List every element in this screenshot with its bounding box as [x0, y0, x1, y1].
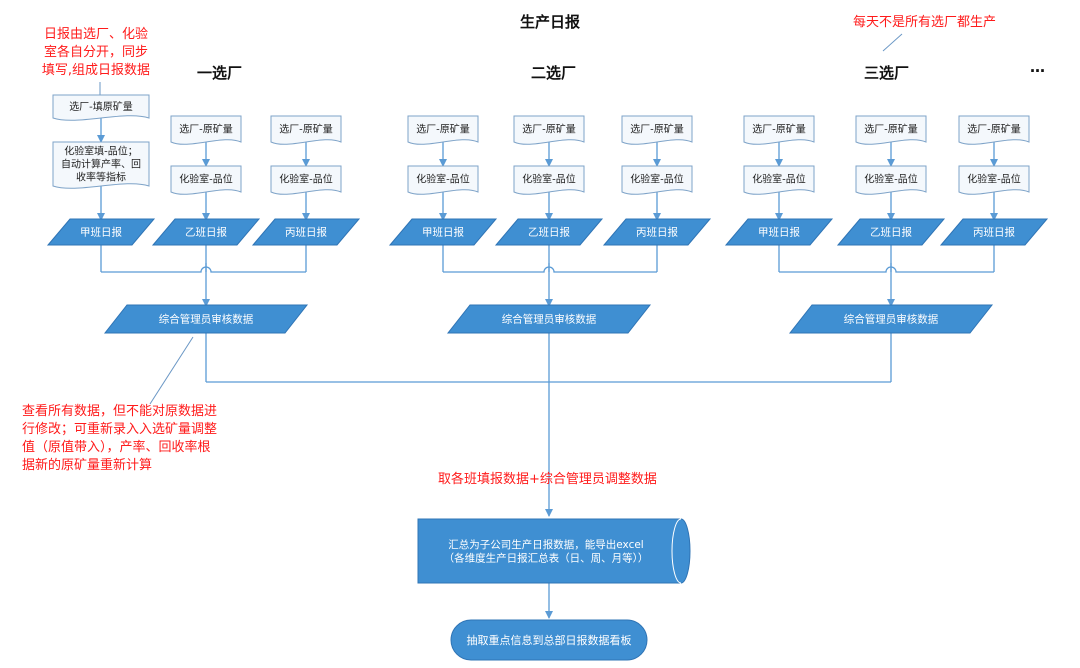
mine-input-doc-2-2-label: 选厂-原矿量: [522, 123, 576, 136]
lab-grade-doc-2-3-label: 化验室-品位: [630, 173, 684, 186]
lab-grade-doc-3-3: [958, 165, 1030, 195]
mine-input-doc-2-1-label: 选厂-原矿量: [416, 123, 470, 136]
admin-review-2: [446, 304, 652, 334]
mine-input-doc-1-2: [170, 115, 242, 145]
shift-bus-line: [443, 266, 657, 273]
mine-input-doc-1-1-label: 选厂-填原矿量: [69, 100, 133, 113]
lab-grade-doc-3-2: [855, 165, 927, 195]
left-note: 日报由选厂、化验 室各自分开，同步 填写,组成日报数据: [22, 26, 170, 80]
shift-report-2-1-label: 甲班日报: [422, 226, 464, 239]
mine-input-doc-3-3-label: 选厂-原矿量: [967, 123, 1021, 136]
shift-report-2-3-label: 丙班日报: [636, 226, 678, 239]
admin-review-1: [103, 304, 309, 334]
mine-input-doc-3-1-label: 选厂-原矿量: [752, 123, 806, 136]
lab-grade-doc-1-2-label: 化验室-品位: [179, 173, 233, 186]
shift-report-3-2-label: 乙班日报: [870, 226, 912, 239]
shift-report-3-3-label: 丙班日报: [973, 226, 1015, 239]
admin-review-3-label: 综合管理员审核数据: [844, 313, 939, 326]
connector-lines: [97, 33, 998, 619]
shift-report-3-1-label: 甲班日报: [758, 226, 800, 239]
summary-cylinder-rim: [671, 518, 682, 584]
shift-bus-line: [101, 266, 306, 273]
lab-grade-doc-2-1-label: 化验室-品位: [416, 173, 470, 186]
plant-title-1: 一选厂: [197, 64, 243, 82]
top-note: 每天不是所有选厂都生产: [853, 15, 997, 30]
mine-input-doc-2-1: [407, 115, 479, 145]
shift-report-3-1: [724, 218, 834, 246]
summary-cylinder: [417, 518, 691, 584]
review-note: 查看所有数据，但不能对原数据进 行修改；可重新录入入选矿量调整 值（原值带入），…: [22, 403, 217, 475]
plant-title-2: 二选厂: [531, 64, 577, 82]
shift-report-1-1: [46, 218, 156, 246]
lab-grade-doc-1-2: [170, 165, 242, 195]
shift-report-1-2-label: 乙班日报: [185, 226, 227, 239]
admin-review-1-label: 综合管理员审核数据: [159, 313, 254, 326]
shift-report-1-1-label: 甲班日报: [80, 226, 122, 239]
lab-grade-doc-1-1: [52, 141, 150, 189]
lab-grade-doc-3-2-label: 化验室-品位: [864, 173, 918, 186]
shift-report-3-2: [836, 218, 946, 246]
top-note-leader: [882, 33, 903, 52]
shift-report-2-3: [602, 218, 712, 246]
dashboard-terminal: [450, 619, 648, 661]
review-note-line: 据新的原矿量重新计算: [22, 458, 153, 473]
mine-input-doc-3-2: [855, 115, 927, 145]
merge-label: 取各班填报数据+综合管理员调整数据: [438, 472, 657, 487]
shift-report-1-3-label: 丙班日报: [285, 226, 327, 239]
mine-input-doc-2-3: [621, 115, 693, 145]
flow-shapes: 选厂-填原矿量化验室填-品位；自动计算产率、回收率等指标甲班日报选厂-原矿量化验…: [46, 94, 1049, 661]
shift-report-2-2-label: 乙班日报: [528, 226, 570, 239]
lab-grade-doc-1-1-label: 化验室填-品位；自动计算产率、回收率等指标: [61, 145, 141, 184]
review-note-leader: [149, 336, 194, 405]
summary-label: 汇总为子公司生产日报数据，能导出excel（各维度生产日报汇总表（日、周、月等）…: [444, 538, 649, 565]
shift-report-1-2: [151, 218, 261, 246]
shift-report-2-1: [388, 218, 498, 246]
shift-report-2-2: [494, 218, 604, 246]
page-title: 生产日报: [520, 13, 581, 31]
mine-input-doc-1-1: [52, 94, 150, 121]
lab-grade-doc-3-3-label: 化验室-品位: [967, 173, 1021, 186]
more-plants-ellipsis: …: [1030, 58, 1045, 76]
lab-grade-doc-2-2: [513, 165, 585, 195]
review-note-line: 行修改；可重新录入入选矿量调整: [22, 422, 218, 437]
dashboard-terminal-label: 抽取重点信息到总部日报数据看板: [467, 633, 632, 647]
shift-report-3-3: [939, 218, 1049, 246]
shift-bus-line: [779, 266, 994, 273]
lab-grade-doc-3-1-label: 化验室-品位: [752, 173, 806, 186]
left-note-line: 日报由选厂、化验: [43, 27, 148, 42]
left-note-line: 填写,组成日报数据: [41, 63, 151, 78]
admin-review-3: [788, 304, 994, 334]
left-note-line: 室各自分开，同步: [43, 45, 148, 60]
review-note-line: 查看所有数据，但不能对原数据进: [22, 404, 218, 419]
mine-input-doc-1-2-label: 选厂-原矿量: [179, 123, 233, 136]
lab-grade-doc-3-1: [743, 165, 815, 195]
mine-input-doc-2-2: [513, 115, 585, 145]
lab-grade-doc-2-2-label: 化验室-品位: [522, 173, 576, 186]
lab-grade-doc-1-3: [270, 165, 342, 195]
mine-input-doc-2-3-label: 选厂-原矿量: [630, 123, 684, 136]
mine-input-doc-3-3: [958, 115, 1030, 145]
mine-input-doc-3-1: [743, 115, 815, 145]
mine-input-doc-1-3: [270, 115, 342, 145]
mine-input-doc-1-3-label: 选厂-原矿量: [279, 123, 333, 136]
mine-input-doc-3-2-label: 选厂-原矿量: [864, 123, 918, 136]
plant-title-3: 三选厂: [864, 64, 910, 82]
shift-report-1-3: [251, 218, 361, 246]
review-note-line: 值（原值带入），产率、回收率根: [22, 440, 211, 455]
admin-review-2-label: 综合管理员审核数据: [502, 313, 597, 326]
lab-grade-doc-2-1: [407, 165, 479, 195]
lab-grade-doc-1-3-label: 化验室-品位: [279, 173, 333, 186]
lab-grade-doc-2-3: [621, 165, 693, 195]
